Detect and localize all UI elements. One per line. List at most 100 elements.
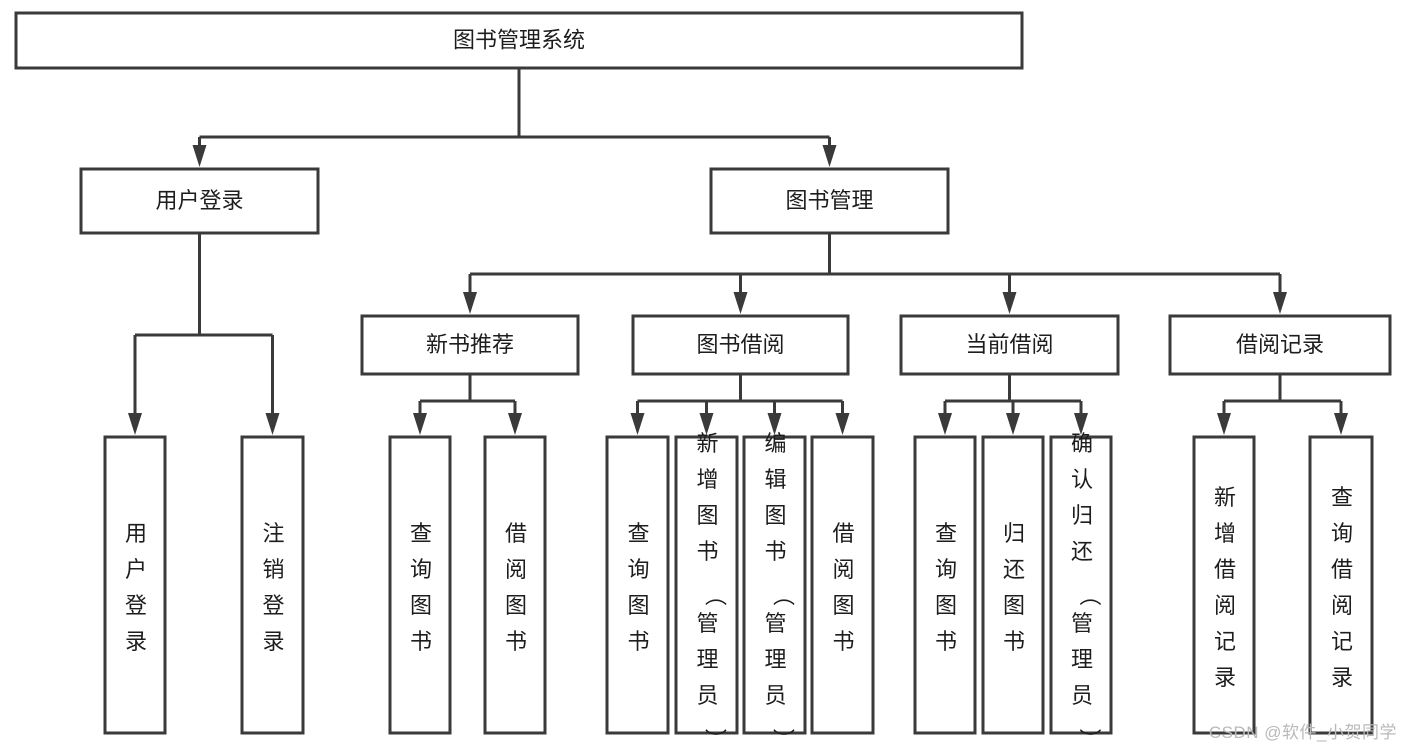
leaf-label-char: 增 — [1214, 521, 1236, 546]
arrow-head-icon — [630, 413, 645, 435]
leaf-label-char: 管 — [1071, 611, 1093, 636]
leaf-label-char: 新 — [1214, 485, 1236, 510]
arrow-head-icon — [508, 413, 522, 435]
leaf-label-char: 录 — [1331, 665, 1353, 690]
leaf-label-char: 阅 — [505, 557, 527, 582]
leaf-label-char: 书 — [410, 629, 432, 654]
arrow-head-icon — [1002, 292, 1017, 314]
node-user-login-label: 用户登录 — [155, 188, 243, 213]
leaf-label-char: 查 — [627, 521, 649, 546]
leaf-label-char: 查 — [410, 521, 432, 546]
leaf-label-char: （ — [703, 584, 728, 606]
leaf-label-char: 询 — [1331, 521, 1353, 546]
leaf-label-char: 书 — [764, 539, 786, 564]
leaf-label-char: 新 — [696, 431, 718, 456]
leaf-label-char: 销 — [262, 557, 284, 582]
arrow-head-icon — [938, 413, 952, 435]
node-borrow-record[interactable]: 借阅记录 — [1168, 314, 1392, 376]
leaf-label-char: 用 — [125, 521, 147, 546]
arrow-head-icon — [1273, 292, 1287, 314]
leaf-label-char: 书 — [832, 629, 854, 654]
leaf-label-char: 登 — [125, 593, 147, 618]
node-user-login[interactable]: 用户登录 — [79, 167, 320, 235]
leaf-label-char: 还 — [1071, 539, 1093, 564]
node-current-borrow[interactable]: 当前借阅 — [899, 314, 1120, 376]
arrow-head-icon — [1074, 413, 1088, 435]
leaf-label-char: 查 — [935, 521, 957, 546]
leaf-label-char: 管 — [764, 611, 786, 636]
leaf-label-char: 图 — [505, 593, 527, 618]
leaf-label-char: （ — [771, 584, 796, 606]
leaf-label-char: 阅 — [832, 557, 854, 582]
leaf-label-char: ） — [771, 728, 796, 747]
leaf-label-char: 图 — [627, 593, 649, 618]
leaf-label-char: 员 — [1071, 683, 1093, 708]
arrow-head-icon — [463, 292, 477, 314]
node-book-borrow[interactable]: 图书借阅 — [631, 314, 850, 376]
leaf-label-char: 图 — [410, 593, 432, 618]
node-book-manage[interactable]: 图书管理 — [709, 167, 950, 235]
leaf-label-char: 辑 — [764, 467, 786, 492]
arrow-head-icon — [265, 413, 280, 435]
leaf-label-char: 借 — [505, 521, 527, 546]
node-new-book-rec[interactable]: 新书推荐 — [360, 314, 580, 376]
leaf-label-char: 录 — [262, 629, 284, 654]
leaf-label-char: 阅 — [1214, 593, 1236, 618]
leaf-label-char: 书 — [1003, 629, 1025, 654]
leaf-label-char: 记 — [1214, 629, 1236, 654]
arrow-head-icon — [413, 413, 427, 435]
connector-layer — [128, 68, 1348, 435]
leaf-label-char: 书 — [696, 539, 718, 564]
leaf-label-char: 员 — [764, 683, 786, 708]
root-node-root[interactable]: 图书管理系统 — [14, 11, 1024, 70]
leaf-label-char: 阅 — [1331, 593, 1353, 618]
arrow-head-icon — [835, 413, 850, 435]
leaf-label-char: ） — [703, 728, 728, 747]
leaf-label-char: 录 — [1214, 665, 1236, 690]
leaf-label-char: 理 — [696, 647, 718, 672]
leaf-label-char: 确 — [1071, 431, 1093, 456]
leaf-label-char: 登 — [262, 593, 284, 618]
leaf-label-char: （ — [1077, 584, 1102, 606]
leaf-label-char: 图 — [764, 503, 786, 528]
root-node-root-label: 图书管理系统 — [453, 27, 585, 52]
leaf-label-char: ） — [1077, 728, 1102, 747]
leaf-label-char: 认 — [1071, 467, 1093, 492]
node-new-book-rec-label: 新书推荐 — [426, 332, 514, 357]
leaf-label-char: 录 — [125, 629, 147, 654]
leaf-label-char: 询 — [935, 557, 957, 582]
arrow-head-icon — [1334, 413, 1348, 435]
leaf-label-char: 借 — [1214, 557, 1236, 582]
leaf-label-char: 员 — [696, 683, 718, 708]
leaf-label-char: 户 — [125, 557, 147, 582]
arrow-head-icon — [1217, 413, 1231, 435]
leaf-label-char: 书 — [505, 629, 527, 654]
leaf-label-char: 理 — [764, 647, 786, 672]
leaf-label-char: 借 — [832, 521, 854, 546]
leaf-label-char: 增 — [696, 467, 718, 492]
leaf-label-char: 询 — [627, 557, 649, 582]
leaf-label-char: 查 — [1331, 485, 1353, 510]
leaf-label-char: 管 — [696, 611, 718, 636]
node-current-borrow-label: 当前借阅 — [965, 332, 1053, 357]
node-book-manage-label: 图书管理 — [785, 188, 873, 213]
leaf-label-char: 询 — [410, 557, 432, 582]
arrow-head-icon — [699, 413, 714, 435]
leaf-label-char: 书 — [627, 629, 649, 654]
leaf-label-char: 图 — [832, 593, 854, 618]
leaf-node-leaf-user-login[interactable]: 用户登录 — [103, 435, 167, 735]
leaf-label-char: 注 — [262, 521, 284, 546]
